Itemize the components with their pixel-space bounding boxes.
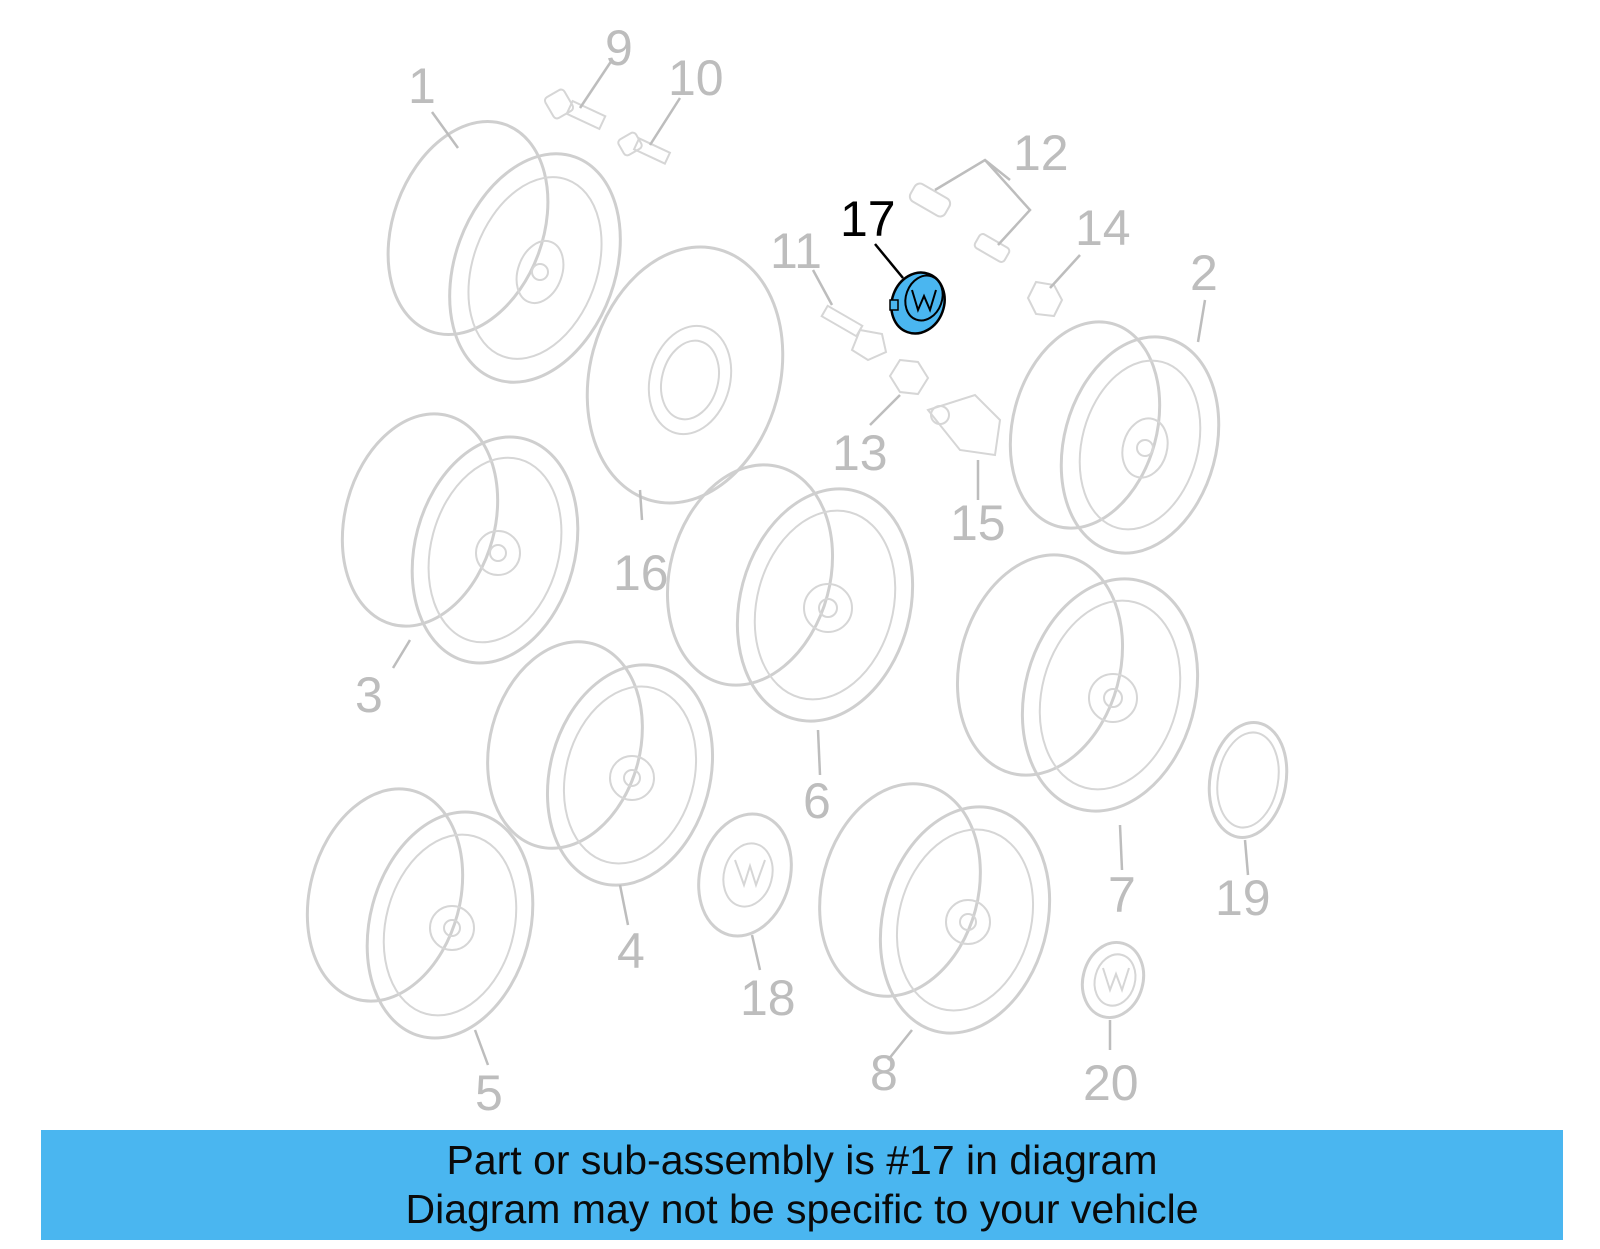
label-10: 10	[668, 50, 724, 106]
leader-lines	[391, 59, 1250, 1066]
info-banner: Part or sub-assembly is #17 in diagram D…	[41, 1130, 1563, 1240]
wheel-5[interactable]	[285, 771, 557, 1057]
adapter-15[interactable]	[926, 393, 1002, 457]
center-cap-20[interactable]	[1074, 936, 1152, 1025]
part-labels: 1 2 3 4 5 6 7 8 9 10 11 12 13 14 15 16 1…	[355, 20, 1271, 1121]
label-1: 1	[408, 58, 436, 114]
wheel-1[interactable]	[360, 99, 651, 406]
banner-line-part: Part or sub-assembly is #17 in diagram	[446, 1137, 1158, 1183]
wheel-8[interactable]	[797, 765, 1074, 1052]
banner-line-disclaimer: Diagram may not be specific to your vehi…	[405, 1186, 1199, 1232]
label-5: 5	[475, 1065, 503, 1121]
label-11: 11	[770, 223, 822, 279]
center-cap-17[interactable]	[883, 265, 953, 341]
nut-13[interactable]	[888, 358, 930, 396]
label-12: 12	[1013, 125, 1069, 181]
wheel-6[interactable]	[644, 446, 938, 741]
label-9: 9	[605, 20, 633, 76]
seal-ring-19[interactable]	[1201, 716, 1296, 843]
wheel-cover-16[interactable]	[560, 225, 811, 525]
label-16: 16	[613, 545, 669, 601]
label-17: 17	[840, 191, 896, 247]
wheel-4[interactable]	[465, 624, 736, 904]
label-2: 2	[1190, 245, 1218, 301]
label-6: 6	[803, 773, 831, 829]
label-18: 18	[740, 970, 796, 1026]
center-cap-18[interactable]	[685, 803, 804, 946]
label-20: 20	[1083, 1055, 1139, 1111]
label-19: 19	[1215, 870, 1271, 926]
label-7: 7	[1108, 867, 1136, 923]
cap-14[interactable]	[1026, 280, 1064, 318]
wheel-7[interactable]	[934, 536, 1223, 831]
wheel-bolt-9[interactable]	[543, 88, 607, 131]
label-14: 14	[1075, 200, 1131, 256]
label-4: 4	[617, 923, 645, 979]
label-3: 3	[355, 667, 383, 723]
wheel-bolt-12[interactable]	[908, 181, 1011, 263]
label-8: 8	[870, 1045, 898, 1101]
wheel-2[interactable]	[988, 305, 1242, 571]
wheel-3[interactable]	[320, 396, 602, 682]
wheel-bolt-11[interactable]	[820, 304, 888, 362]
valve-10[interactable]	[617, 131, 672, 165]
parts-diagram: 1 2 3 4 5 6 7 8 9 10 11 12 13 14 15 16 1…	[285, 20, 1296, 1121]
label-13: 13	[832, 425, 888, 481]
label-15: 15	[950, 495, 1006, 551]
